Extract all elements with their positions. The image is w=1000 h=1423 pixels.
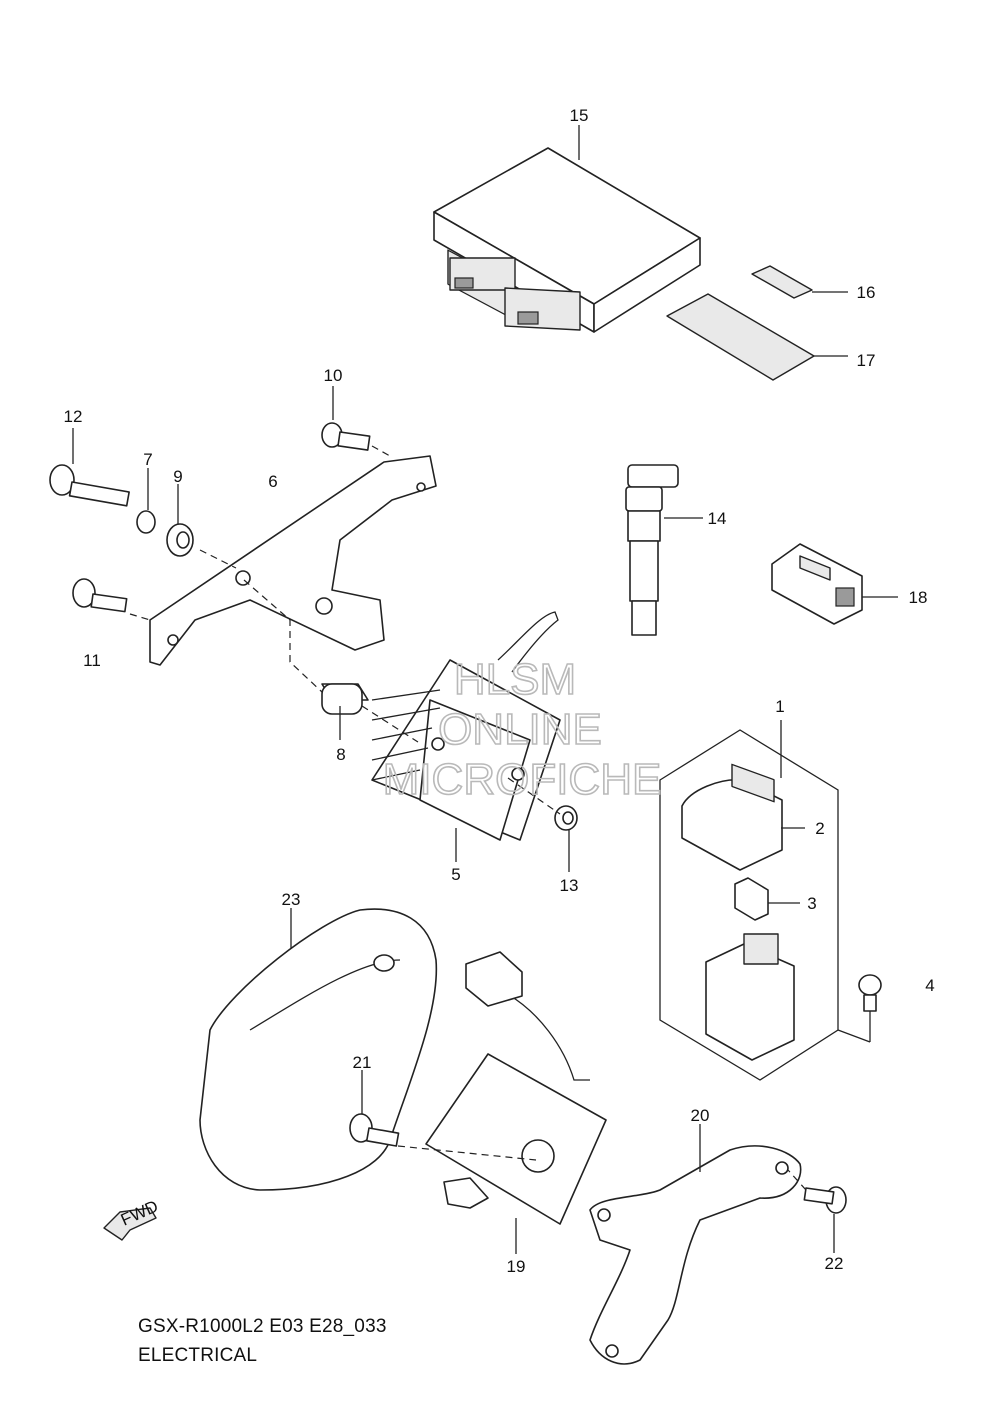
- model-caption: GSX-R1000L2 E03 E28_033: [138, 1316, 387, 1337]
- leader-lines: [72, 125, 898, 1254]
- callout-1[interactable]: 1: [775, 697, 784, 716]
- watermark: HLSM ONLINE MICROFICHE: [382, 654, 662, 805]
- callout-15[interactable]: 15: [570, 106, 589, 125]
- fuse-box-base: [705, 933, 795, 1061]
- bolt-part-22[interactable]: [803, 1186, 847, 1214]
- callout-2[interactable]: 2: [815, 819, 824, 838]
- callout-20[interactable]: 20: [691, 1106, 710, 1125]
- fuse-box-cover-part-2[interactable]: [681, 763, 783, 871]
- callout-9[interactable]: 9: [173, 467, 182, 486]
- callout-7[interactable]: 7: [143, 450, 152, 469]
- callout-17[interactable]: 17: [857, 351, 876, 370]
- bracket-part-20[interactable]: [589, 1145, 802, 1365]
- callout-12[interactable]: 12: [64, 407, 83, 426]
- fwd-direction-arrow: FWD: [103, 1197, 161, 1241]
- relay-part-18[interactable]: [771, 543, 863, 625]
- callout-18[interactable]: 18: [909, 588, 928, 607]
- callout-10[interactable]: 10: [324, 366, 343, 385]
- regulator-part-5[interactable]: [371, 611, 561, 841]
- module-part-19[interactable]: [425, 951, 607, 1225]
- callout-6[interactable]: 6: [268, 472, 277, 491]
- callout-numbers: 15 16 17 10 12 7 9 6 14 18 11 1 8 2 5 13…: [64, 106, 935, 1276]
- watermark-line-1: HLSM: [454, 655, 576, 704]
- callout-16[interactable]: 16: [857, 283, 876, 302]
- label-part-16[interactable]: [751, 265, 813, 299]
- washer-part-7[interactable]: [136, 510, 156, 534]
- callout-11[interactable]: 11: [83, 651, 101, 670]
- callout-21[interactable]: 21: [353, 1053, 372, 1072]
- grommet-part-9[interactable]: [166, 523, 194, 557]
- callout-23[interactable]: 23: [282, 890, 301, 909]
- callout-22[interactable]: 22: [825, 1254, 844, 1273]
- callout-13[interactable]: 13: [560, 876, 579, 895]
- callout-3[interactable]: 3: [807, 894, 816, 913]
- watermark-line-3: MICROFICHE: [383, 755, 662, 804]
- callout-19[interactable]: 19: [507, 1257, 526, 1276]
- callout-14[interactable]: 14: [708, 509, 727, 528]
- bracket-part-6[interactable]: [149, 455, 437, 666]
- cover-part-23[interactable]: [199, 908, 438, 1191]
- callout-4[interactable]: 4: [925, 976, 934, 995]
- fuse-part-3[interactable]: [734, 877, 769, 921]
- callout-5[interactable]: 5: [451, 865, 460, 884]
- ignition-coil-part-14[interactable]: [625, 464, 679, 636]
- nut-part-13[interactable]: [554, 805, 578, 831]
- ecm-unit-part-15[interactable]: [433, 147, 701, 333]
- bolt-part-10[interactable]: [321, 422, 371, 451]
- collar-part-8[interactable]: [321, 683, 369, 715]
- label-part-17[interactable]: [666, 293, 815, 381]
- bolt-part-12[interactable]: [49, 464, 130, 507]
- screw-part-4[interactable]: [858, 974, 882, 1012]
- callout-8[interactable]: 8: [336, 745, 345, 764]
- section-caption: ELECTRICAL: [138, 1345, 258, 1366]
- watermark-line-2: ONLINE: [438, 705, 602, 754]
- bolt-part-11[interactable]: [72, 578, 128, 613]
- bolt-part-21[interactable]: [349, 1113, 400, 1147]
